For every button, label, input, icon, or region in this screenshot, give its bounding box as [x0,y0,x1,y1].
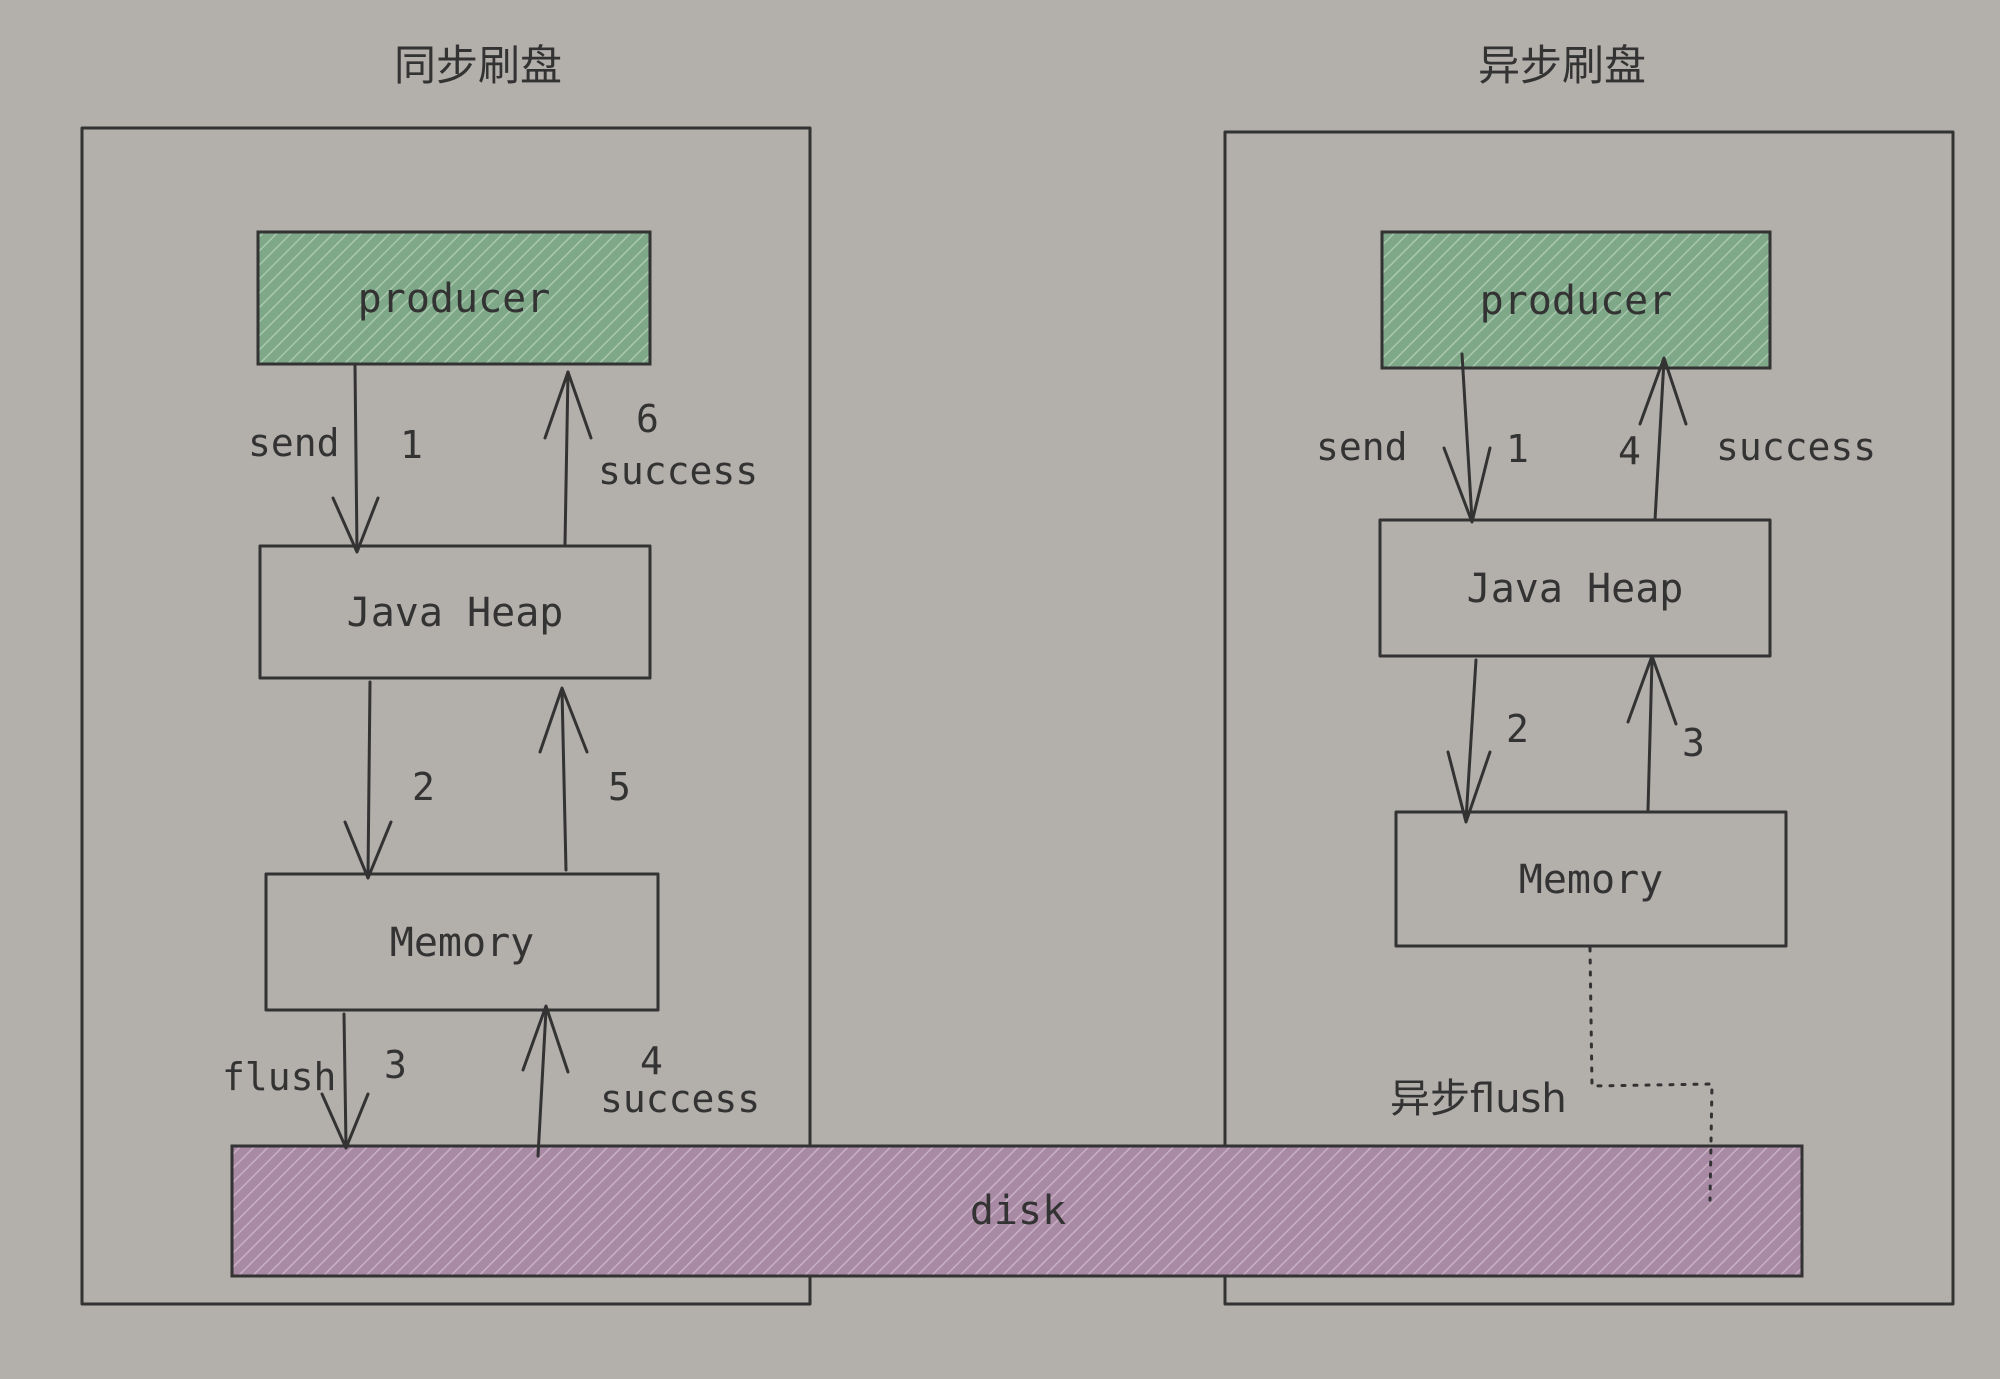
async-java-heap-label: Java Heap [1467,566,1684,612]
sync-arrow-success-bottom [521,1004,570,1158]
async-arrow-step2 [1446,658,1492,824]
disk-box [230,1144,1804,1278]
async-step1: 1 [1506,427,1529,471]
sync-step1: 1 [400,423,423,467]
async-arrow-success [1638,356,1688,522]
sync-java-heap: Java Heap [258,544,652,680]
sync-arrow-success-top [543,370,593,546]
async-flush-dotted-line [1588,946,1714,1202]
sync-success-top: success [598,449,758,493]
async-arrow-send [1442,352,1492,524]
sync-memory-label: Memory [390,920,535,966]
async-producer-label: producer [1480,278,1673,324]
sync-step4: 4 [640,1039,663,1083]
async-title: 异步刷盘 [1478,41,1646,90]
async-java-heap: Java Heap [1378,518,1772,658]
sync-arrow-step5 [538,686,589,872]
sync-producer: producer [256,230,652,366]
sync-step2: 2 [412,765,435,809]
sync-frame [80,126,812,1306]
sync-memory: Memory [264,872,660,1012]
sync-step6: 6 [636,397,659,441]
sync-title: 同步刷盘 [394,41,562,90]
async-flush-label: 异步flush [1390,1076,1567,1122]
sync-arrow-flush [320,1012,370,1150]
async-arrow-step3 [1626,654,1678,812]
sync-step5: 5 [608,765,631,809]
async-frame [1223,130,1955,1306]
sync-step3: 3 [384,1043,407,1087]
async-send-label: send [1316,425,1408,469]
async-memory: Memory [1394,810,1788,948]
sync-send-label: send [248,421,340,465]
async-producer: producer [1380,230,1772,370]
async-step4: 4 [1618,429,1641,473]
sync-producer-label: producer [358,276,551,322]
async-memory-label: Memory [1519,857,1664,903]
disk-label: disk [970,1188,1066,1234]
sync-success-bottom: success [600,1077,760,1121]
async-step3: 3 [1682,721,1705,765]
sync-arrow-send [331,364,380,554]
sync-java-heap-label: Java Heap [347,590,564,636]
async-step2: 2 [1506,707,1529,751]
sync-arrow-step2 [343,680,393,880]
sync-flush-label: flush [222,1055,336,1099]
async-success-label: success [1716,425,1876,469]
